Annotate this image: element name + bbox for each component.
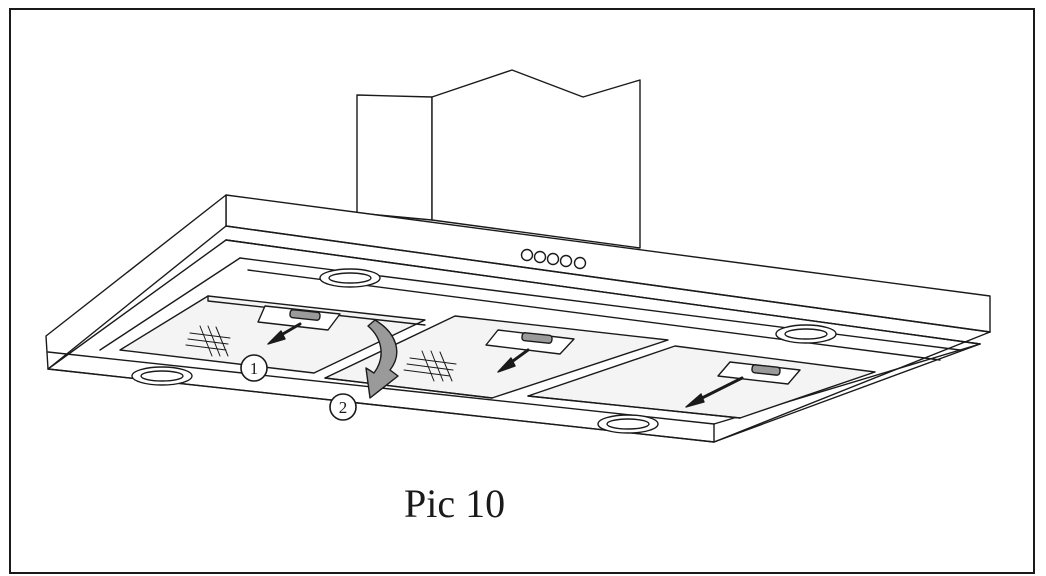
grease-filter-middle (324, 315, 669, 399)
filter-handle-icon (485, 329, 575, 355)
grease-filter-left (119, 295, 426, 374)
figure-caption: Pic 10 (404, 481, 506, 526)
callout-step-1: 1 (240, 354, 268, 382)
callout-step-2: 2 (329, 393, 357, 421)
filter-handle-icon (257, 305, 341, 331)
callout-step-1-label: 1 (250, 359, 259, 378)
grease-filter-right (527, 345, 876, 419)
chimney (356, 69, 641, 249)
pull-arrow-2 (497, 348, 530, 373)
light-icon (319, 268, 381, 288)
curved-arrow-step-2 (365, 319, 399, 399)
control-knobs-icon (520, 248, 587, 270)
pull-arrow-3 (685, 376, 744, 408)
grease-filter-icon (185, 325, 231, 357)
light-icon (775, 324, 837, 344)
grease-filter-icon (403, 350, 457, 382)
filter-handle-icon (717, 361, 801, 385)
pull-arrow-1 (267, 322, 302, 345)
callout-step-2-label: 2 (339, 398, 348, 417)
light-icon (131, 366, 193, 386)
light-icon (597, 414, 659, 434)
